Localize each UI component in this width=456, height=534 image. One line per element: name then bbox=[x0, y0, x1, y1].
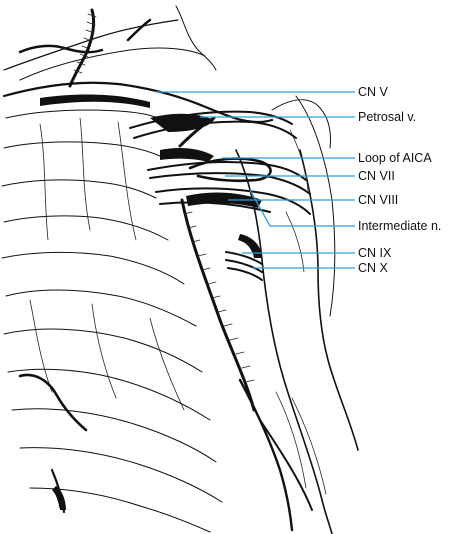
label-intermediate-n: Intermediate n. bbox=[358, 219, 441, 233]
leader-lines bbox=[155, 91, 355, 269]
label-cn-v: CN V bbox=[358, 85, 389, 99]
label-cn-vii: CN VII bbox=[358, 169, 395, 183]
leader-intermediate-n bbox=[249, 189, 355, 227]
descending-vessel bbox=[180, 198, 313, 532]
label-cn-x: CN X bbox=[358, 261, 389, 275]
nerve-bundles bbox=[129, 110, 311, 281]
labels: CN V Petrosal v. Loop of AICA CN VII CN … bbox=[358, 85, 441, 275]
superior-vessels bbox=[18, 8, 152, 88]
label-cn-viii: CN VIII bbox=[358, 193, 398, 207]
brainstem bbox=[235, 99, 359, 534]
label-loop-aica: Loop of AICA bbox=[358, 151, 432, 165]
label-petrosal-v: Petrosal v. bbox=[358, 110, 416, 124]
inferior-vessels bbox=[18, 373, 88, 514]
anatomical-drawing bbox=[1, 5, 359, 534]
label-cn-ix: CN IX bbox=[358, 246, 392, 260]
